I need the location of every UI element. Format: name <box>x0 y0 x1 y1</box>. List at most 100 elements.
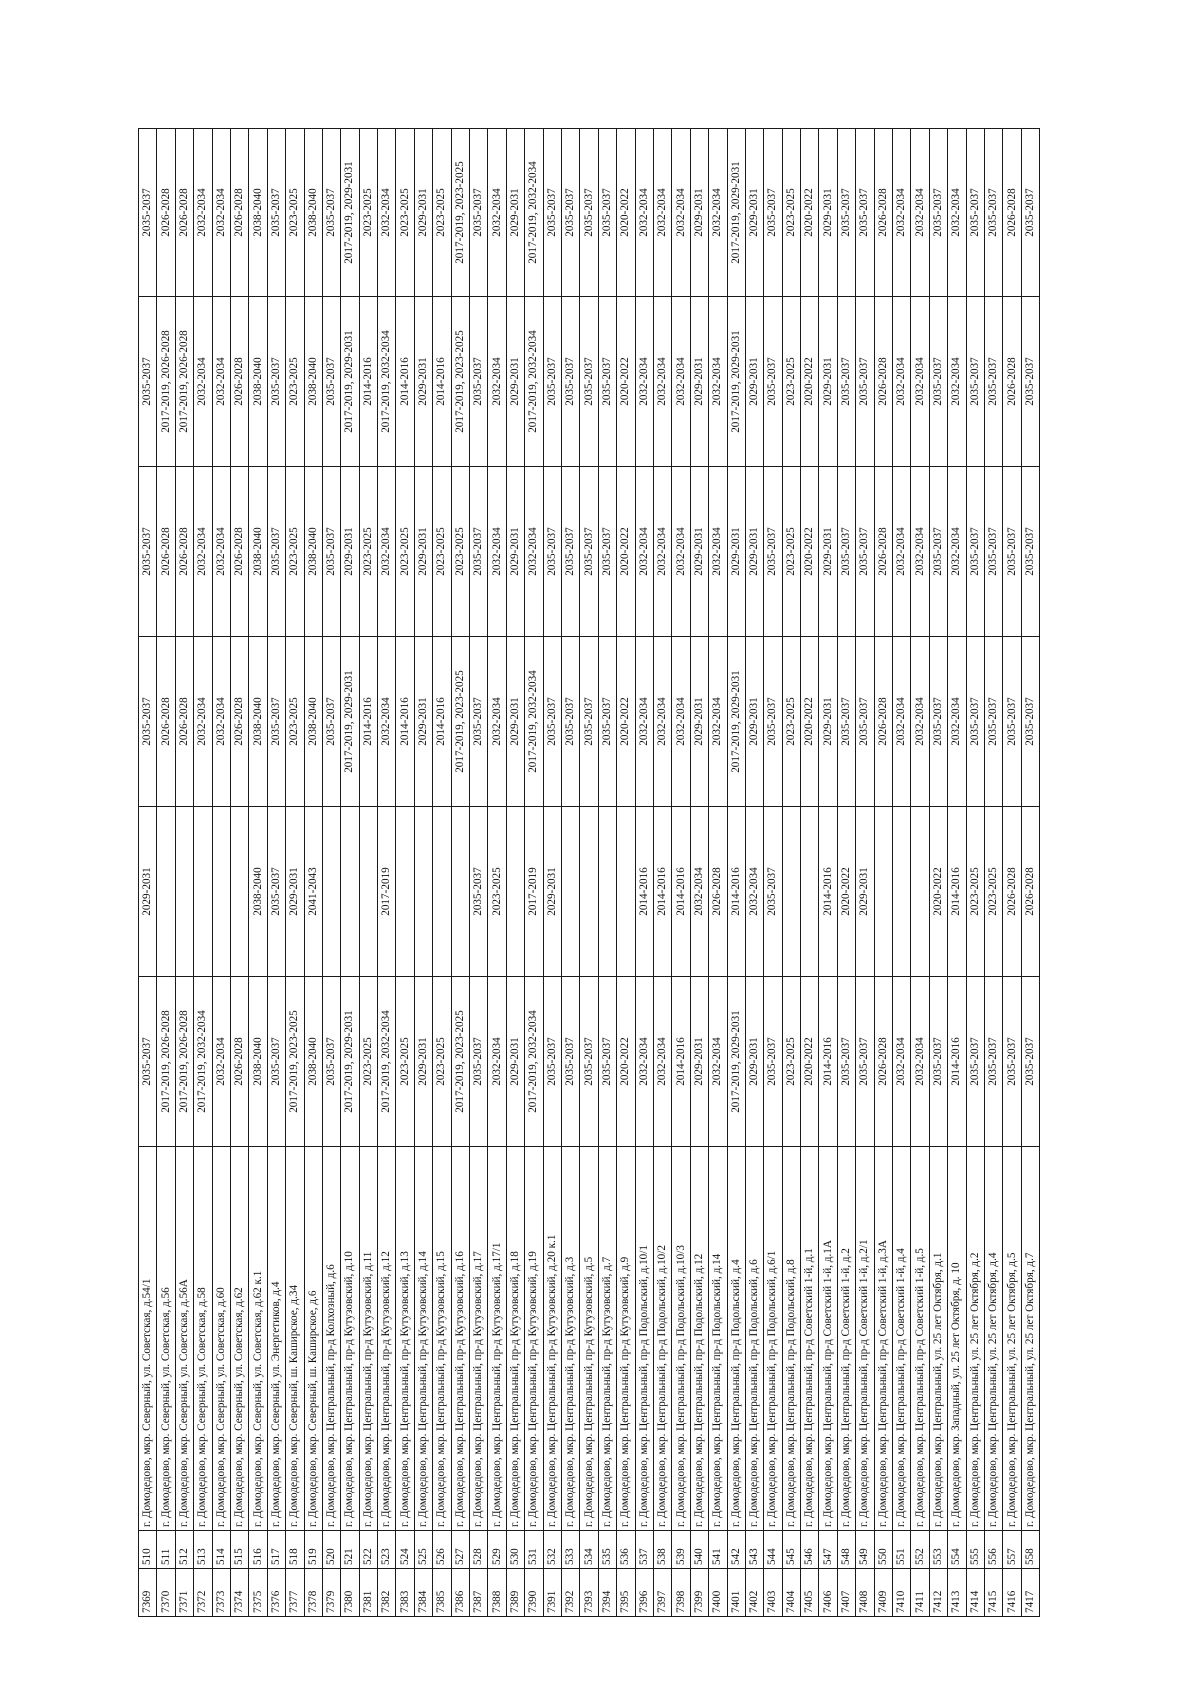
row-number-cell: 510 <box>138 1530 157 1569</box>
period-3-cell: 2017-2019, 2032-2034 <box>524 636 544 807</box>
period-2-cell: 2017-2019 <box>377 806 396 977</box>
period-1-cell: 2017-2019, 2032-2034 <box>193 976 213 1147</box>
period-3-cell: 2023-2025 <box>782 636 801 807</box>
period-4-cell: 2029-2031 <box>745 466 764 637</box>
period-5-cell: 2026-2028 <box>874 296 893 467</box>
period-5-cell: 2038-2040 <box>304 296 323 467</box>
row-number-cell: 557 <box>1002 1530 1022 1569</box>
period-1-cell: 2035-2037 <box>837 976 856 1147</box>
period-1-cell: 2029-2031 <box>745 976 764 1147</box>
period-4-cell: 2032-2034 <box>212 466 231 637</box>
period-6-cell: 2026-2028 <box>1002 128 1022 297</box>
row-id-cell: 7374 <box>230 1568 249 1617</box>
period-2-cell: 2023-2025 <box>487 806 507 977</box>
row-number-cell: 517 <box>267 1530 286 1569</box>
period-1-cell: 2032-2034 <box>487 976 507 1147</box>
period-4-cell: 2032-2034 <box>193 466 213 637</box>
row-id-cell: 7375 <box>248 1568 268 1617</box>
period-6-cell: 2035-2037 <box>598 128 617 297</box>
row-number-cell: 522 <box>359 1530 378 1569</box>
period-5-cell: 2038-2040 <box>248 296 268 467</box>
period-4-cell: 2023-2025 <box>432 466 452 637</box>
address-cell: г. Домодедово, мкр. Центральный, пр-д По… <box>690 1146 709 1531</box>
address-cell: г. Домодедово, мкр. Западный, ул. 25 лет… <box>947 1146 967 1531</box>
row-id-cell: 7387 <box>469 1568 488 1617</box>
period-3-cell: 2017-2019, 2023-2025 <box>451 636 470 807</box>
row-id-cell: 7393 <box>579 1568 599 1617</box>
row-id-cell: 7392 <box>561 1568 580 1617</box>
period-1-cell: 2032-2034 <box>653 976 672 1147</box>
address-cell: г. Домодедово, мкр. Центральный, пр-д Со… <box>910 1146 930 1531</box>
period-1-cell: 2017-2019, 2026-2028 <box>175 976 194 1147</box>
period-5-cell: 2020-2022 <box>800 296 819 467</box>
period-5-cell: 2020-2022 <box>616 296 636 467</box>
period-2-cell: 2026-2028 <box>1002 806 1022 977</box>
period-2-cell: 2014-2016 <box>818 806 838 977</box>
period-2-cell: 2014-2016 <box>653 806 672 977</box>
period-1-cell: 2014-2016 <box>947 976 967 1147</box>
period-5-cell: 2029-2031 <box>414 296 433 467</box>
address-cell: г. Домодедово, мкр. Центральный, пр-д По… <box>727 1146 746 1531</box>
period-2-cell: 2035-2037 <box>267 806 286 977</box>
period-6-cell: 2035-2037 <box>984 128 1003 297</box>
address-cell: г. Домодедово, мкр. Центральный, пр-д Ку… <box>414 1146 433 1531</box>
period-3-cell: 2035-2037 <box>1002 636 1022 807</box>
period-1-cell: 2029-2031 <box>414 976 433 1147</box>
row-id-cell: 7410 <box>892 1568 911 1617</box>
period-2-cell <box>892 806 911 977</box>
period-5-cell: 2017-2019, 2029-2031 <box>340 296 360 467</box>
period-6-cell: 2029-2031 <box>690 128 709 297</box>
period-4-cell: 2023-2025 <box>782 466 801 637</box>
row-id-cell: 7416 <box>1002 1568 1022 1617</box>
period-6-cell: 2035-2037 <box>543 128 562 297</box>
row-number-cell: 539 <box>671 1530 691 1569</box>
period-3-cell: 2035-2037 <box>855 636 875 807</box>
period-1-cell: 2035-2037 <box>469 976 488 1147</box>
period-5-cell: 2026-2028 <box>1002 296 1022 467</box>
row-id-cell: 7411 <box>910 1568 930 1617</box>
address-cell: г. Домодедово, мкр. Центральный, пр-д Ку… <box>506 1146 525 1531</box>
period-1-cell: 2032-2034 <box>708 976 727 1147</box>
address-cell: г. Домодедово, мкр. Северный, ш. Каширск… <box>285 1146 305 1531</box>
address-cell: г. Домодедово, мкр. Центральный, пр-д Со… <box>892 1146 911 1531</box>
period-3-cell: 2023-2025 <box>285 636 305 807</box>
address-cell: г. Домодедово, мкр. Северный, ул. Советс… <box>248 1146 268 1531</box>
row-number-cell: 555 <box>966 1530 985 1569</box>
period-6-cell: 2026-2028 <box>230 128 249 297</box>
period-6-cell: 2023-2025 <box>359 128 378 297</box>
row-number-cell: 518 <box>285 1530 305 1569</box>
row-number-cell: 534 <box>579 1530 599 1569</box>
period-5-cell: 2035-2037 <box>322 296 341 467</box>
period-1-cell: 2035-2037 <box>1002 976 1022 1147</box>
period-5-cell: 2014-2016 <box>359 296 378 467</box>
period-1-cell: 2026-2028 <box>230 976 249 1147</box>
period-4-cell: 2029-2031 <box>506 466 525 637</box>
period-2-cell: 2014-2016 <box>635 806 654 977</box>
period-4-cell: 2035-2037 <box>267 466 286 637</box>
row-number-cell: 540 <box>690 1530 709 1569</box>
row-number-cell: 547 <box>818 1530 838 1569</box>
period-1-cell: 2026-2028 <box>874 976 893 1147</box>
period-5-cell: 2029-2031 <box>818 296 838 467</box>
period-4-cell: 2035-2037 <box>1002 466 1022 637</box>
row-id-cell: 7370 <box>156 1568 176 1617</box>
row-number-cell: 546 <box>800 1530 819 1569</box>
row-number-cell: 544 <box>763 1530 783 1569</box>
period-2-cell: 2023-2025 <box>984 806 1003 977</box>
period-5-cell: 2035-2037 <box>929 296 948 467</box>
address-cell: г. Домодедово, мкр. Центральный, пр-д Ко… <box>322 1146 341 1531</box>
row-id-cell: 7372 <box>193 1568 213 1617</box>
period-1-cell: 2017-2019, 2023-2025 <box>285 976 305 1147</box>
row-id-cell: 7399 <box>690 1568 709 1617</box>
